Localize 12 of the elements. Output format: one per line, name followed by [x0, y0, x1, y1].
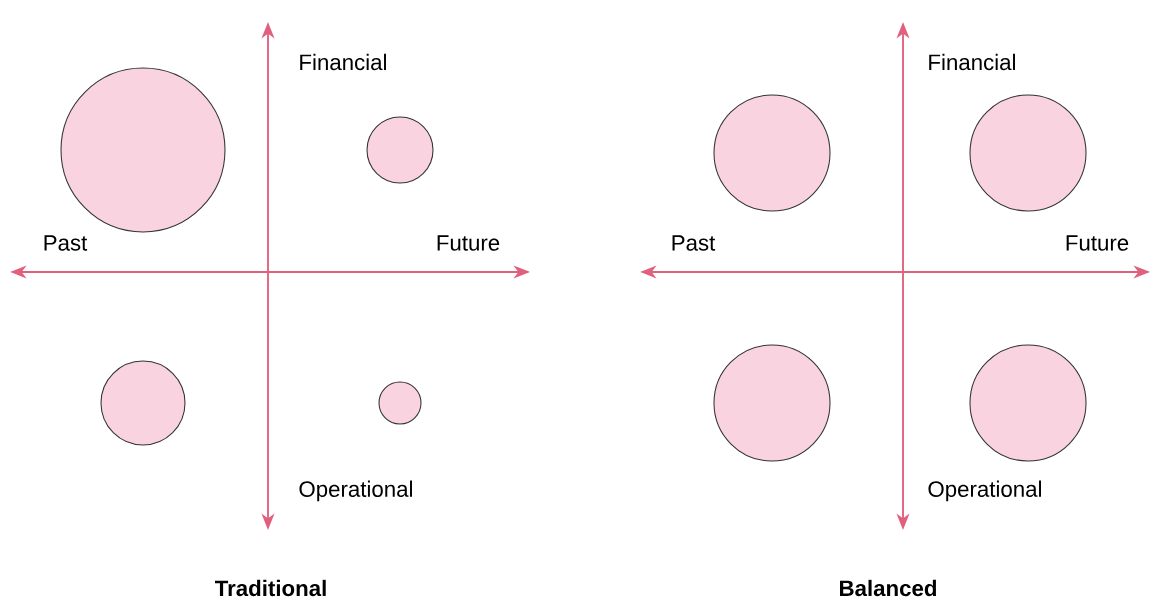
circle — [713, 94, 831, 212]
circle — [713, 344, 831, 462]
circle — [100, 360, 186, 446]
circle — [969, 344, 1087, 462]
axis-label: Financial — [300, 53, 386, 71]
circle — [60, 67, 226, 233]
circle — [969, 94, 1087, 212]
circle — [366, 116, 434, 184]
circle — [378, 381, 422, 425]
axis-label: Future — [1066, 235, 1129, 251]
panel-title: Traditional — [215, 579, 326, 597]
panel-title: Balanced — [840, 579, 936, 597]
